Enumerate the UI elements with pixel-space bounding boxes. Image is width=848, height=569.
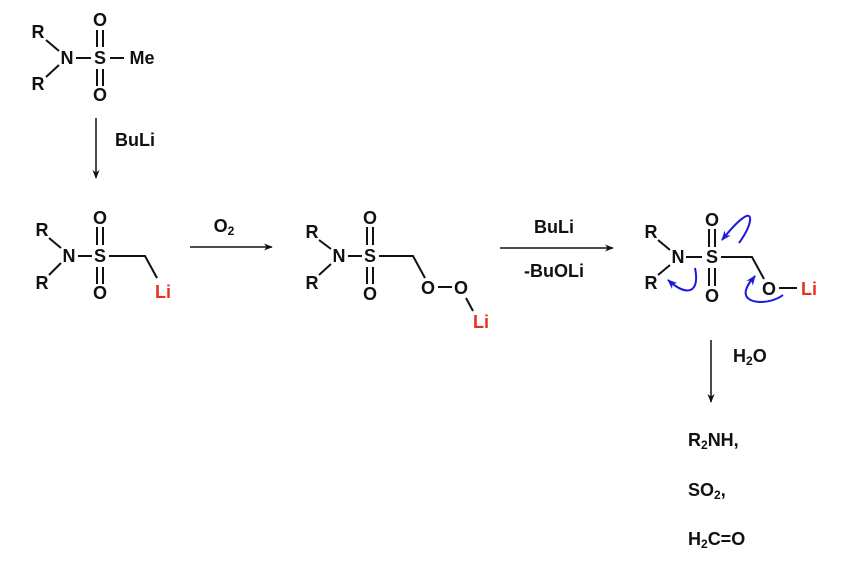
product-formaldehyde: H2C=O: [688, 529, 745, 551]
atom-r: R: [306, 273, 319, 293]
atom-o: O: [93, 85, 107, 105]
atom-li: Li: [155, 282, 171, 302]
atom-s: S: [94, 246, 106, 266]
atom-n: N: [61, 48, 74, 68]
atom-s: S: [706, 247, 718, 267]
atom-o: O: [421, 278, 435, 298]
electron-arrow: [667, 267, 698, 292]
lithium-alkoxide-intermediate: R R N S O O O Li: [645, 210, 818, 306]
electron-arrow: [721, 215, 751, 244]
atom-r: R: [32, 74, 45, 94]
atom-n: N: [333, 246, 346, 266]
product-amine: R2NH,: [688, 430, 739, 452]
atom-r: R: [32, 22, 45, 42]
atom-li: Li: [473, 312, 489, 332]
atom-o: O: [93, 10, 107, 30]
lithium-peroxide-intermediate: R R N S O O O O Li: [306, 208, 490, 332]
atom-o: O: [705, 286, 719, 306]
atom-r: R: [36, 220, 49, 240]
atom-r: R: [645, 222, 658, 242]
reagent-o2: O2: [214, 216, 235, 238]
atom-o: O: [363, 284, 377, 304]
atom-r: R: [36, 273, 49, 293]
starting-sulfonamide: R R N S O O Me: [32, 10, 155, 105]
atom-o: O: [93, 283, 107, 303]
atom-r: R: [645, 273, 658, 293]
atom-o: O: [454, 278, 468, 298]
byproduct-buoli: -BuOLi: [524, 261, 584, 281]
electron-arrow: [744, 275, 784, 303]
reagent-buli: BuLi: [115, 130, 155, 150]
atom-s: S: [364, 246, 376, 266]
atom-n: N: [672, 247, 685, 267]
lithiated-sulfonamide: R R N S O O Li: [36, 208, 172, 303]
atom-o: O: [93, 208, 107, 228]
atom-me: Me: [129, 48, 154, 68]
atom-o: O: [705, 210, 719, 230]
atom-r: R: [306, 222, 319, 242]
atom-s: S: [94, 48, 106, 68]
atom-o: O: [363, 208, 377, 228]
product-sulfur-dioxide: SO2,: [688, 480, 726, 502]
reagent-buli: BuLi: [534, 217, 574, 237]
atom-li: Li: [801, 279, 817, 299]
reagent-water: H2O: [733, 346, 767, 368]
atom-n: N: [63, 246, 76, 266]
atom-o: O: [762, 279, 776, 299]
